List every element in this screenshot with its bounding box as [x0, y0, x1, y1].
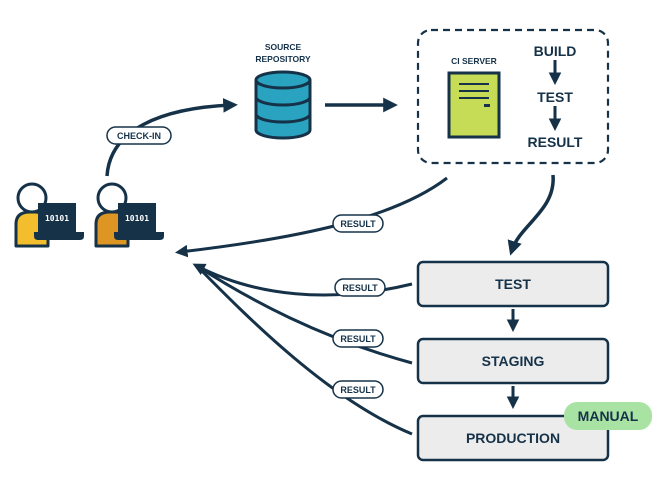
ci-step-result: RESULT: [528, 134, 583, 150]
stage-staging-label: STAGING: [482, 353, 545, 369]
developer-2: 10101: [94, 182, 164, 248]
laptop-icon: [34, 203, 84, 240]
manual-badge: MANUAL: [564, 402, 652, 430]
check-in-label: CHECK-IN: [117, 131, 161, 141]
developer-2-code: 10101: [125, 214, 149, 223]
server-icon: [447, 71, 501, 139]
ci-to-test-arrow: [507, 174, 555, 256]
developer-1: 10101: [14, 182, 84, 248]
check-in-pill: CHECK-IN: [106, 126, 172, 145]
result-pill-ci-label: RESULT: [340, 219, 376, 229]
source-label-line1: SOURCE: [265, 42, 302, 52]
result-pill-test: RESULT: [334, 278, 386, 297]
result-flow-production: [195, 264, 413, 436]
database-icon: [254, 70, 312, 140]
result-flow-ci: [174, 176, 448, 258]
ci-server-box: CI SERVER BUILD TEST RESULT: [416, 28, 610, 165]
stage-staging: STAGING: [416, 337, 610, 385]
laptop-icon: [114, 203, 164, 240]
check-in-arrow: [105, 98, 238, 177]
stage-test-label: TEST: [495, 276, 531, 292]
result-pill-ci: RESULT: [332, 214, 384, 233]
stage-production-label: PRODUCTION: [466, 430, 560, 446]
stage-production: PRODUCTION: [416, 414, 610, 462]
ci-step-test: TEST: [537, 89, 573, 105]
result-pill-staging: RESULT: [332, 329, 384, 348]
result-pill-production-label: RESULT: [340, 385, 376, 395]
source-repository: SOURCE REPOSITORY: [254, 42, 312, 140]
result-pill-staging-label: RESULT: [340, 334, 376, 344]
ci-step-build: BUILD: [534, 43, 577, 59]
source-label-line2: REPOSITORY: [255, 54, 311, 64]
stage-test: TEST: [416, 260, 610, 308]
result-flow-staging: [196, 264, 413, 365]
developer-1-code: 10101: [45, 214, 69, 223]
manual-badge-label: MANUAL: [578, 408, 639, 424]
result-pill-production: RESULT: [332, 380, 384, 399]
ci-server-label: CI SERVER: [451, 56, 497, 66]
result-pill-test-label: RESULT: [342, 283, 378, 293]
